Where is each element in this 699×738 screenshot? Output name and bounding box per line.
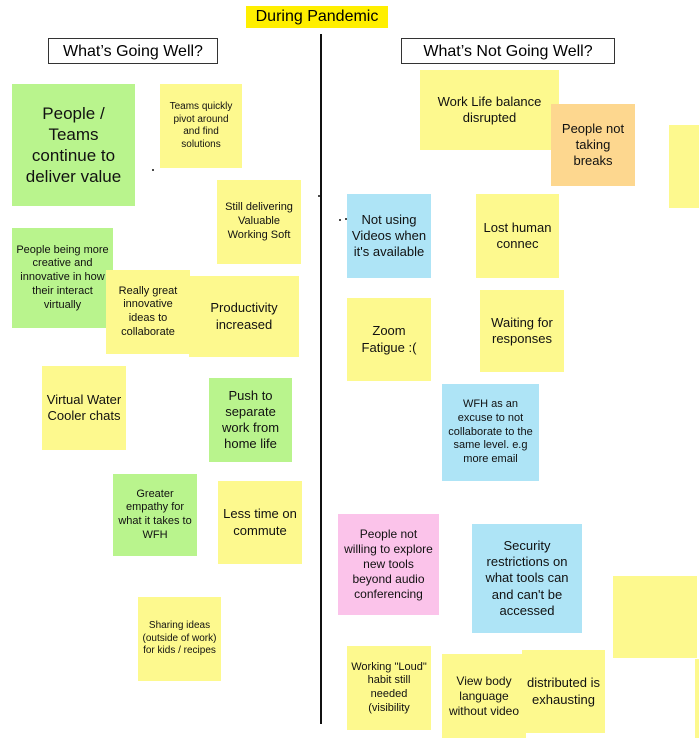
sticky-note[interactable]: Push to separate work from home life (209, 378, 292, 462)
sticky-note-text: People not willing to explore new tools … (344, 527, 433, 601)
sticky-note[interactable]: Really great innovative ideas to collabo… (106, 270, 190, 354)
column-divider (320, 34, 322, 724)
sticky-note-text: Greater empathy for what it takes to WFH (118, 487, 192, 541)
sticky-note-text: Teams quickly pivot around and find solu… (169, 101, 233, 150)
sticky-note-partial[interactable] (695, 659, 699, 738)
stray-dot (339, 219, 341, 221)
stray-dot (345, 218, 347, 220)
header-going-well: What’s Going Well? (48, 38, 218, 64)
sticky-note[interactable]: Less time on commute (218, 481, 302, 564)
sticky-note-text: Waiting for responses (491, 314, 553, 346)
sticky-note-text: Not using Videos when it's available (351, 211, 427, 260)
sticky-note[interactable]: People being more creative and innovativ… (12, 228, 113, 328)
sticky-note-text: Zoom Fatigue :( (361, 323, 417, 355)
sticky-note-text: Work Life balance disrupted (437, 93, 542, 125)
sticky-note-text: People / Teams continue to deliver value (25, 103, 122, 187)
sticky-note-empty[interactable] (613, 576, 697, 658)
sticky-note-text: View body language without video (448, 673, 520, 718)
sticky-note-text: Lost human connec (483, 219, 552, 251)
sticky-note-text: WFH as an excuse to not collaborate to t… (448, 398, 533, 466)
sticky-note[interactable]: WFH as an excuse to not collaborate to t… (442, 384, 539, 481)
sticky-note[interactable]: Productivity increased (189, 276, 299, 357)
sticky-note[interactable]: Sharing ideas (outside of work) for kids… (138, 597, 221, 681)
sticky-note[interactable]: Still delivering Valuable Working Soft (217, 180, 301, 264)
sticky-note-partial[interactable] (669, 125, 699, 208)
sticky-note[interactable]: People / Teams continue to deliver value (12, 84, 135, 206)
sticky-note[interactable]: Work Life balance disrupted (420, 70, 559, 150)
sticky-note[interactable]: Zoom Fatigue :( (347, 298, 431, 381)
sticky-note[interactable]: Teams quickly pivot around and find solu… (160, 84, 242, 168)
header-not-going-well: What’s Not Going Well? (401, 38, 615, 64)
sticky-note[interactable]: distributed is exhausting (522, 650, 605, 733)
stray-dot (318, 195, 320, 197)
sticky-note-text: Productivity increased (210, 300, 278, 332)
sticky-note[interactable]: View body language without video (442, 654, 526, 738)
sticky-note[interactable]: People not taking breaks (551, 104, 635, 186)
sticky-note-text: Working "Loud" habit still needed (visib… (351, 660, 427, 714)
sticky-note-text: Still delivering Valuable Working Soft (225, 201, 293, 241)
sticky-note-text: People not taking breaks (561, 120, 625, 169)
sticky-note[interactable]: Virtual Water Cooler chats (42, 366, 126, 450)
sticky-note-text: Really great innovative ideas to collabo… (118, 284, 178, 338)
sticky-note-text: Less time on commute (223, 506, 297, 538)
sticky-note[interactable]: Working "Loud" habit still needed (visib… (347, 646, 431, 730)
sticky-note-text: Push to separate work from home life (221, 387, 280, 452)
sticky-note[interactable]: Security restrictions on what tools can … (472, 524, 582, 633)
sticky-note[interactable]: People not willing to explore new tools … (338, 514, 439, 615)
sticky-note[interactable]: Waiting for responses (480, 290, 564, 372)
sticky-note-text: People being more creative and innovativ… (16, 243, 109, 311)
sticky-note[interactable]: Lost human connec (476, 194, 559, 278)
stray-dot (152, 169, 154, 171)
sticky-note-text: distributed is exhausting (527, 675, 600, 707)
sticky-note[interactable]: Greater empathy for what it takes to WFH (113, 474, 197, 556)
sticky-note-text: Virtual Water Cooler chats (46, 391, 122, 423)
sticky-note-text: Sharing ideas (outside of work) for kids… (142, 620, 217, 657)
sticky-note[interactable]: Not using Videos when it's available (347, 194, 431, 278)
board-title: During Pandemic (246, 6, 388, 28)
sticky-note-text: Security restrictions on what tools can … (485, 537, 569, 618)
